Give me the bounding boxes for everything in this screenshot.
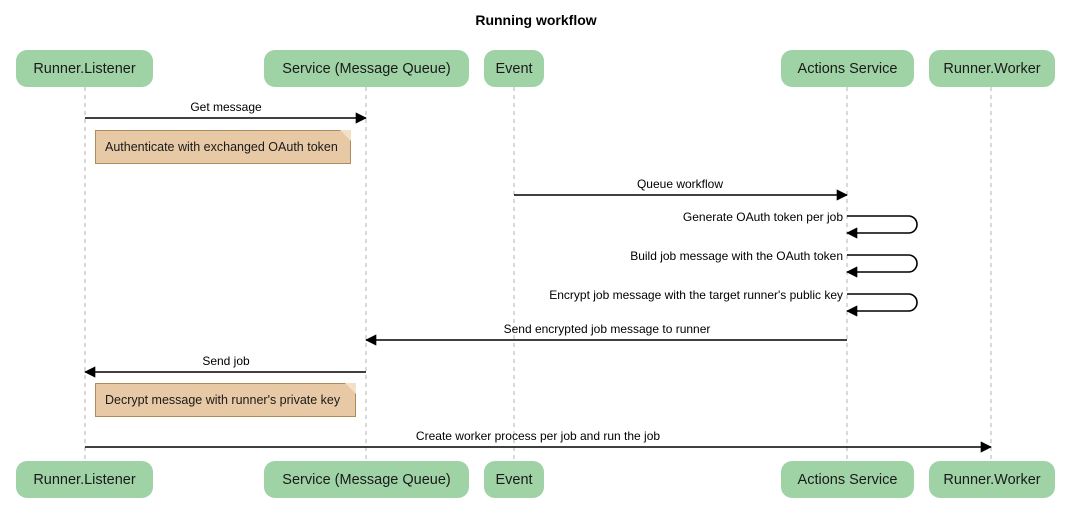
participant-label: Event (495, 471, 533, 488)
participant-runner-worker-top[interactable]: Runner.Worker (929, 50, 1055, 87)
message-label-queue-workflow: Queue workflow (636, 177, 724, 191)
note-fold-corner-icon (345, 383, 356, 394)
self-message-arrow-build-job-message (846, 254, 918, 278)
note-decrypt: Decrypt message with runner's private ke… (95, 383, 356, 417)
message-label-get-message: Get message (190, 100, 262, 114)
messages-group (84, 112, 992, 453)
self-message-arrow-generate-oauth-token (846, 215, 918, 239)
participant-runner-listener-top[interactable]: Runner.Listener (16, 50, 153, 87)
participant-service-mq-bottom[interactable]: Service (Message Queue) (264, 461, 469, 498)
participant-runner-listener-bottom[interactable]: Runner.Listener (16, 461, 153, 498)
participant-label: Actions Service (797, 60, 898, 77)
note-authenticate: Authenticate with exchanged OAuth token (95, 130, 351, 164)
self-message-label-encrypt-job-message: Encrypt job message with the target runn… (549, 288, 843, 302)
self-messages-group (846, 215, 918, 317)
participant-event-top[interactable]: Event (484, 50, 544, 87)
participant-label: Actions Service (797, 471, 898, 488)
self-message-label-build-job-message: Build job message with the OAuth token (630, 249, 843, 263)
participant-label: Service (Message Queue) (282, 60, 451, 77)
participant-runner-worker-bottom[interactable]: Runner.Worker (929, 461, 1055, 498)
participant-label: Runner.Listener (33, 471, 136, 488)
participant-actions-service-top[interactable]: Actions Service (781, 50, 914, 87)
participant-label: Runner.Worker (943, 471, 1041, 488)
page-title: Running workflow (475, 12, 597, 28)
note-fold-corner-icon (340, 130, 351, 141)
participant-service-mq-top[interactable]: Service (Message Queue) (264, 50, 469, 87)
self-message-label-generate-oauth-token: Generate OAuth token per job (682, 210, 843, 224)
message-label-send-job: Send job (202, 354, 250, 368)
note-label: Authenticate with exchanged OAuth token (105, 140, 338, 154)
message-label-create-worker: Create worker process per job and run th… (415, 429, 661, 443)
participant-actions-service-bottom[interactable]: Actions Service (781, 461, 914, 498)
participant-event-bottom[interactable]: Event (484, 461, 544, 498)
note-label: Decrypt message with runner's private ke… (105, 393, 341, 407)
participant-label: Event (495, 60, 533, 77)
participant-label: Service (Message Queue) (282, 471, 451, 488)
self-message-arrow-encrypt-job-message (846, 293, 918, 317)
participant-label: Runner.Worker (943, 60, 1041, 77)
message-label-send-encrypted-job: Send encrypted job message to runner (503, 322, 711, 336)
participant-label: Runner.Listener (33, 60, 136, 77)
